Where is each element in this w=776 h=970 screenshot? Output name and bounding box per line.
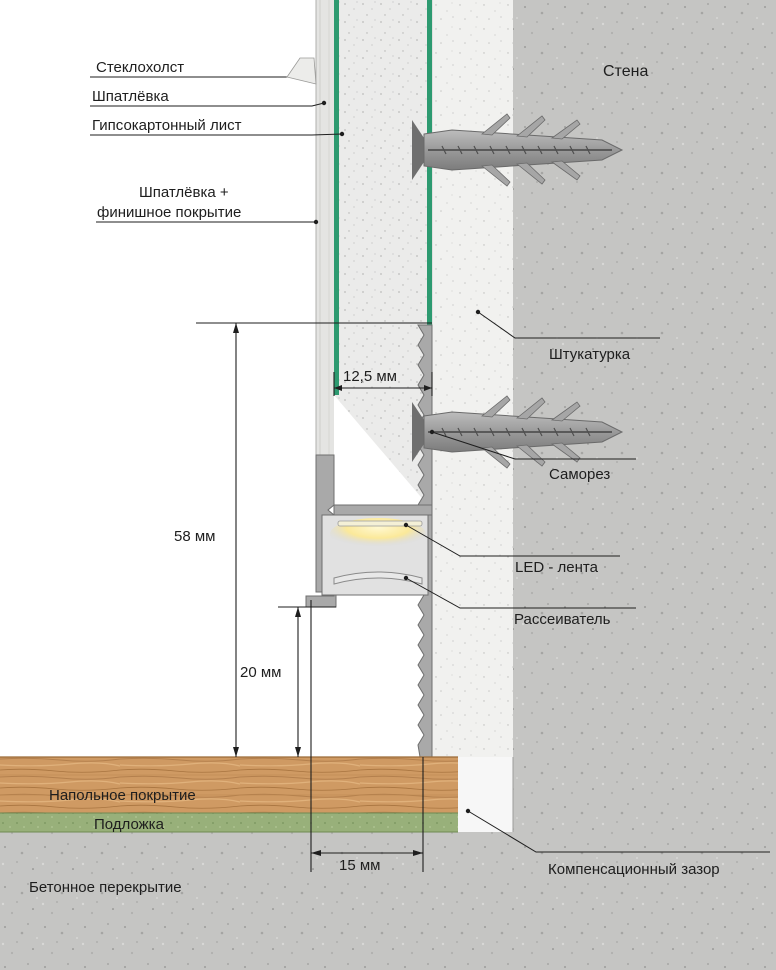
diffuser [333, 571, 423, 585]
dim-profile-height-label: 58 мм [174, 528, 215, 545]
label-expansion-gap: Компенсационный зазор [548, 861, 720, 878]
concrete-slab [0, 832, 776, 970]
led-strip [337, 520, 423, 527]
label-flooring: Напольное покрытие [49, 787, 196, 804]
led-skirting-profile [305, 324, 433, 758]
expansion-gap [458, 757, 513, 832]
flooring-layer [0, 757, 458, 813]
label-putty: Шпатлёвка [92, 88, 169, 105]
label-plaster: Штукатурка [549, 346, 631, 363]
underlay-layer [0, 813, 458, 832]
label-putty-finish-line1: Шпатлёвка + [139, 184, 229, 201]
label-putty-finish-line2: финишное покрытие [97, 204, 241, 221]
concrete-wall [513, 0, 776, 832]
drywall-paper-back [427, 0, 432, 395]
label-diffuser: Рассеиватель [514, 611, 611, 628]
putty-layer [316, 0, 334, 455]
leader-dots [313, 100, 481, 814]
label-underlay: Подложка [94, 816, 165, 833]
plaster-layer [432, 0, 513, 757]
label-concrete-slab: Бетонное перекрытие [29, 879, 182, 896]
label-led-strip: LED - лента [515, 559, 599, 576]
label-fiberglass: Стеклохолст [96, 59, 184, 76]
leader-lines [90, 57, 770, 853]
drywall-sheet [334, 0, 432, 395]
dim-drywall-thickness [333, 372, 433, 396]
drywall-paper-front [334, 0, 339, 395]
dim-profile-height [196, 322, 432, 757]
dim-profile-lip [278, 606, 336, 757]
label-screw: Саморез [549, 466, 610, 483]
dim-profile-lip-label: 20 мм [240, 664, 281, 681]
label-wall: Стена [603, 63, 648, 80]
dim-profile-depth [310, 600, 424, 872]
dim-drywall-thickness-label: 12,5 мм [343, 368, 397, 385]
dim-profile-depth-label: 15 мм [339, 857, 380, 874]
label-drywall: Гипсокартонный лист [92, 117, 242, 134]
